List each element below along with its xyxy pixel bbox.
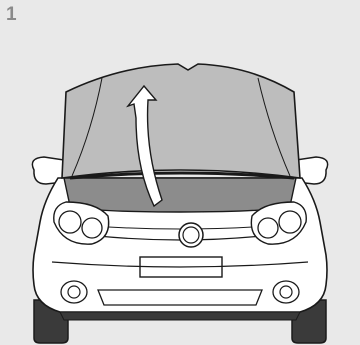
open-bonnet [62,64,300,178]
lower-air-intake [98,290,262,305]
bottom-skirt [60,312,300,320]
badge-logo [179,223,203,247]
engine-bay [64,178,296,212]
left-fog-light [61,281,87,303]
right-fog-light [273,281,299,303]
